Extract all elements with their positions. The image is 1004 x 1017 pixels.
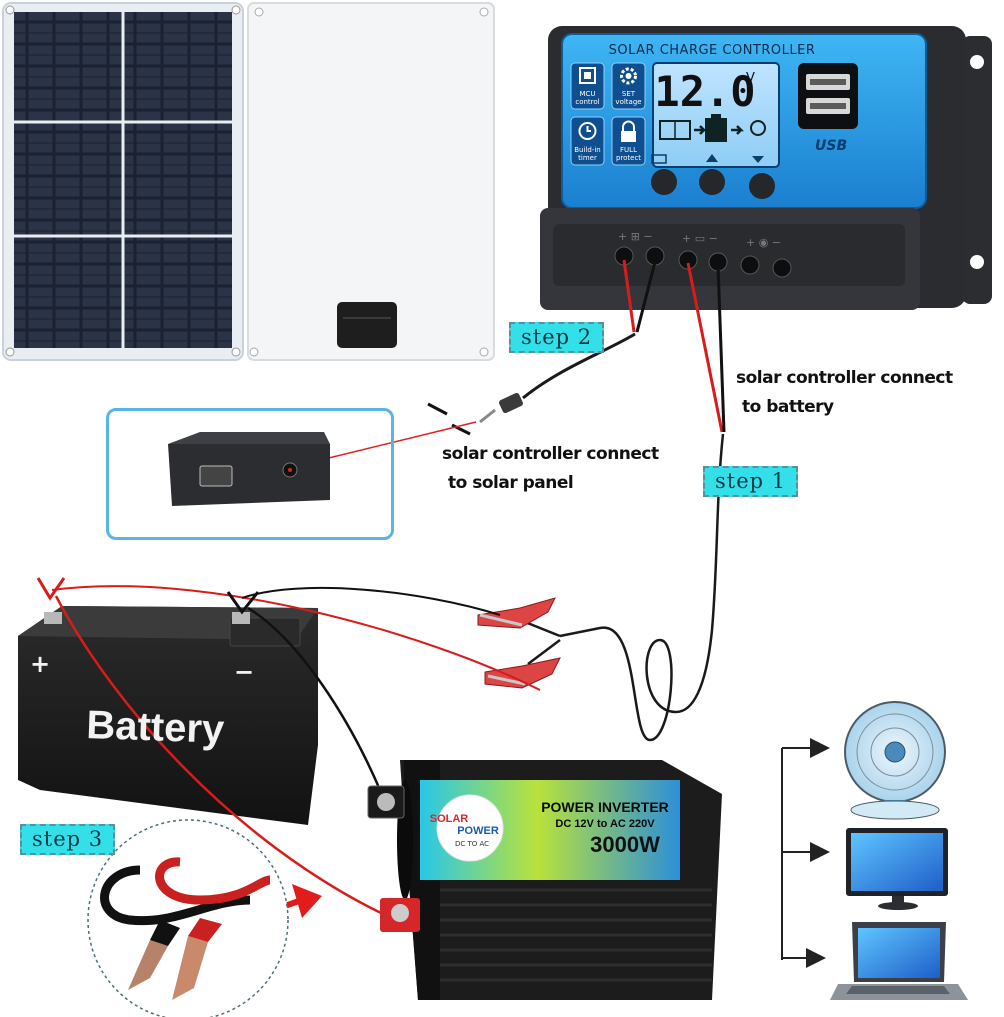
- usb-ports: [798, 63, 858, 129]
- feature-4-line2: protect: [616, 154, 641, 162]
- lcd-unit: V: [746, 71, 755, 86]
- inset-device: [168, 432, 330, 506]
- down-button: [749, 173, 775, 199]
- feature-2-line2: voltage: [615, 98, 641, 106]
- coiled-cable: [559, 626, 677, 742]
- solar-power-logo: [436, 794, 504, 862]
- inverter-subtitle: DC 12V to AC 220V: [555, 818, 655, 830]
- inverter-title: POWER INVERTER: [541, 799, 669, 815]
- solar-panel-front: [2, 2, 244, 361]
- laptop-icon: [830, 922, 968, 1000]
- controller-terminals: + ⊞ − + ▭ − + ◉ −: [614, 230, 792, 278]
- dc-plug: [499, 392, 523, 414]
- junction-box: [337, 302, 397, 348]
- lock-icon: [621, 120, 636, 142]
- svg-text:+ ◉ −: + ◉ −: [746, 236, 781, 249]
- inverter-wattage: 3000W: [590, 832, 660, 857]
- chip-icon: [579, 67, 596, 84]
- inverter-brand-top: SOLAR: [430, 813, 469, 825]
- feature-3-line2: timer: [578, 154, 597, 162]
- power-inverter: [367, 760, 722, 1000]
- battery-plus: +: [30, 650, 50, 678]
- step-1-tag: step 1: [703, 466, 799, 497]
- usb-label: USB: [815, 138, 847, 154]
- monitor-icon: [846, 828, 948, 910]
- cable-inset: [87, 819, 289, 1017]
- solar-panel-back: [247, 2, 495, 361]
- note-controller-battery: solar controller connect to battery: [736, 364, 953, 422]
- battery-label: Battery: [86, 703, 226, 752]
- note-panel-line1: solar controller connect: [442, 444, 659, 464]
- menu-button: [651, 169, 677, 195]
- gear-icon: [620, 67, 637, 85]
- note-battery-line1: solar controller connect: [736, 368, 953, 388]
- feature-3-line1: Build-in: [574, 146, 600, 154]
- controller-title: SOLAR CHARGE CONTROLLER: [609, 43, 816, 58]
- feature-2-line1: SET: [622, 90, 636, 98]
- note-panel-line2: to solar panel: [448, 473, 574, 493]
- note-controller-panel: solar controller connect to solar panel: [442, 440, 659, 498]
- note-battery-line2: to battery: [742, 397, 834, 417]
- battery-clips: [477, 597, 561, 689]
- charge-controller: + ⊞ − + ▭ − + ◉ −: [540, 26, 992, 310]
- battery-minus: −: [234, 658, 254, 686]
- svg-text:+ ▭ −: + ▭ −: [682, 232, 718, 245]
- inset-frame: [106, 408, 394, 540]
- svg-text:+ ⊞ −: + ⊞ −: [618, 230, 653, 243]
- lcd-value: 12.0: [654, 67, 755, 116]
- inverter-brand-sub: DC TO AC: [455, 840, 489, 848]
- battery: [18, 606, 318, 825]
- feature-1-line2: control: [575, 98, 599, 106]
- feature-4-line1: FULL: [620, 146, 637, 154]
- appliance-bracket: [781, 738, 830, 968]
- clock-icon: [578, 122, 597, 140]
- feature-1-line1: MCU: [579, 90, 595, 98]
- battery-glyph: [705, 118, 727, 142]
- up-button: [699, 169, 725, 195]
- inverter-brand-bottom: POWER: [457, 825, 499, 837]
- fan-icon: [844, 701, 946, 820]
- bulb-glyph: [750, 120, 766, 136]
- step-3-tag: step 3: [20, 824, 116, 855]
- step-2-tag: step 2: [509, 322, 605, 353]
